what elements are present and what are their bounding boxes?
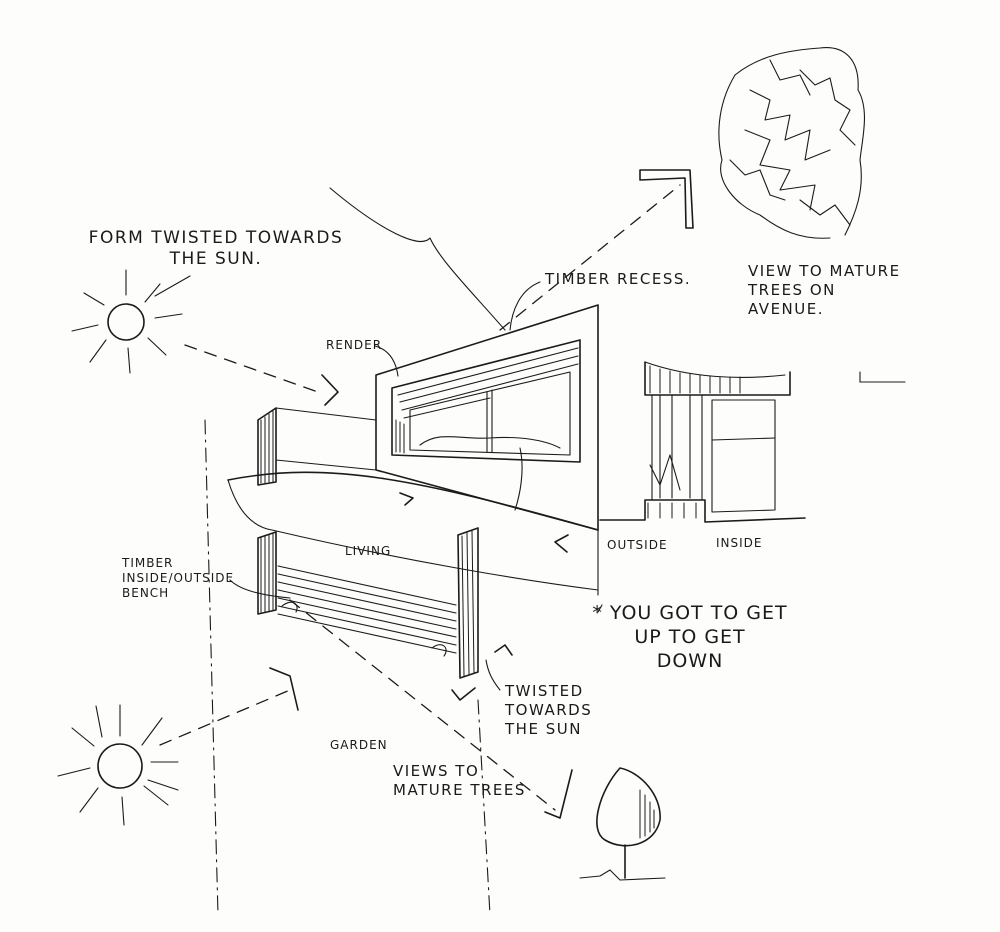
view-line-bottom [289, 599, 556, 811]
leader-line [485, 659, 501, 691]
tree-canopy-sketch [639, 47, 865, 239]
arrow-icon [494, 644, 513, 656]
small-tree-icon [579, 767, 666, 881]
arrow-icon [269, 667, 299, 711]
leader-line [509, 281, 541, 331]
note-living: LIVING [345, 544, 392, 558]
note-timber-bench: TIMBER INSIDE/OUTSIDE BENCH [122, 556, 235, 600]
arrow-icon [451, 687, 476, 701]
note-get-up-get-down: * YOU GOT TO GET UP TO GET DOWN [592, 602, 788, 672]
building-lower-living [257, 527, 479, 679]
section-line-left [204, 419, 219, 916]
top-sun-icon [71, 269, 191, 374]
building-upper-mass [329, 187, 599, 531]
leader-line [597, 604, 603, 613]
note-inside: INSIDE [716, 536, 763, 550]
note-twisted-towards-sun: TWISTED TOWARDS THE SUN [505, 682, 593, 738]
bottom-sun-icon [57, 704, 179, 826]
building-cantilever [227, 407, 599, 596]
sun-ray-line-top [184, 344, 319, 393]
note-timber-recess: TIMBER RECESS. [545, 270, 692, 288]
leader-line [229, 579, 291, 599]
note-render: RENDER [326, 338, 383, 352]
section-detail-right [599, 361, 906, 523]
arrow-icon [544, 769, 573, 819]
arrow-icon [321, 374, 339, 406]
note-view-mature-trees-top: VIEW TO MATURE TREES ON AVENUE. [748, 262, 901, 318]
leader-line [374, 345, 399, 377]
note-outside: OUTSIDE [607, 538, 668, 552]
sun-ray-line-bottom [159, 689, 291, 746]
note-form-twisted: FORM TWISTED TOWARDS THE SUN. [88, 228, 344, 270]
note-garden: GARDEN [330, 738, 388, 752]
arrow-icon [554, 534, 569, 553]
note-views-mature-trees-bottom: VIEWS TO MATURE TREES [393, 762, 526, 799]
arrow-icon [399, 492, 414, 506]
section-line-right [477, 699, 491, 916]
view-line-top [499, 184, 681, 331]
